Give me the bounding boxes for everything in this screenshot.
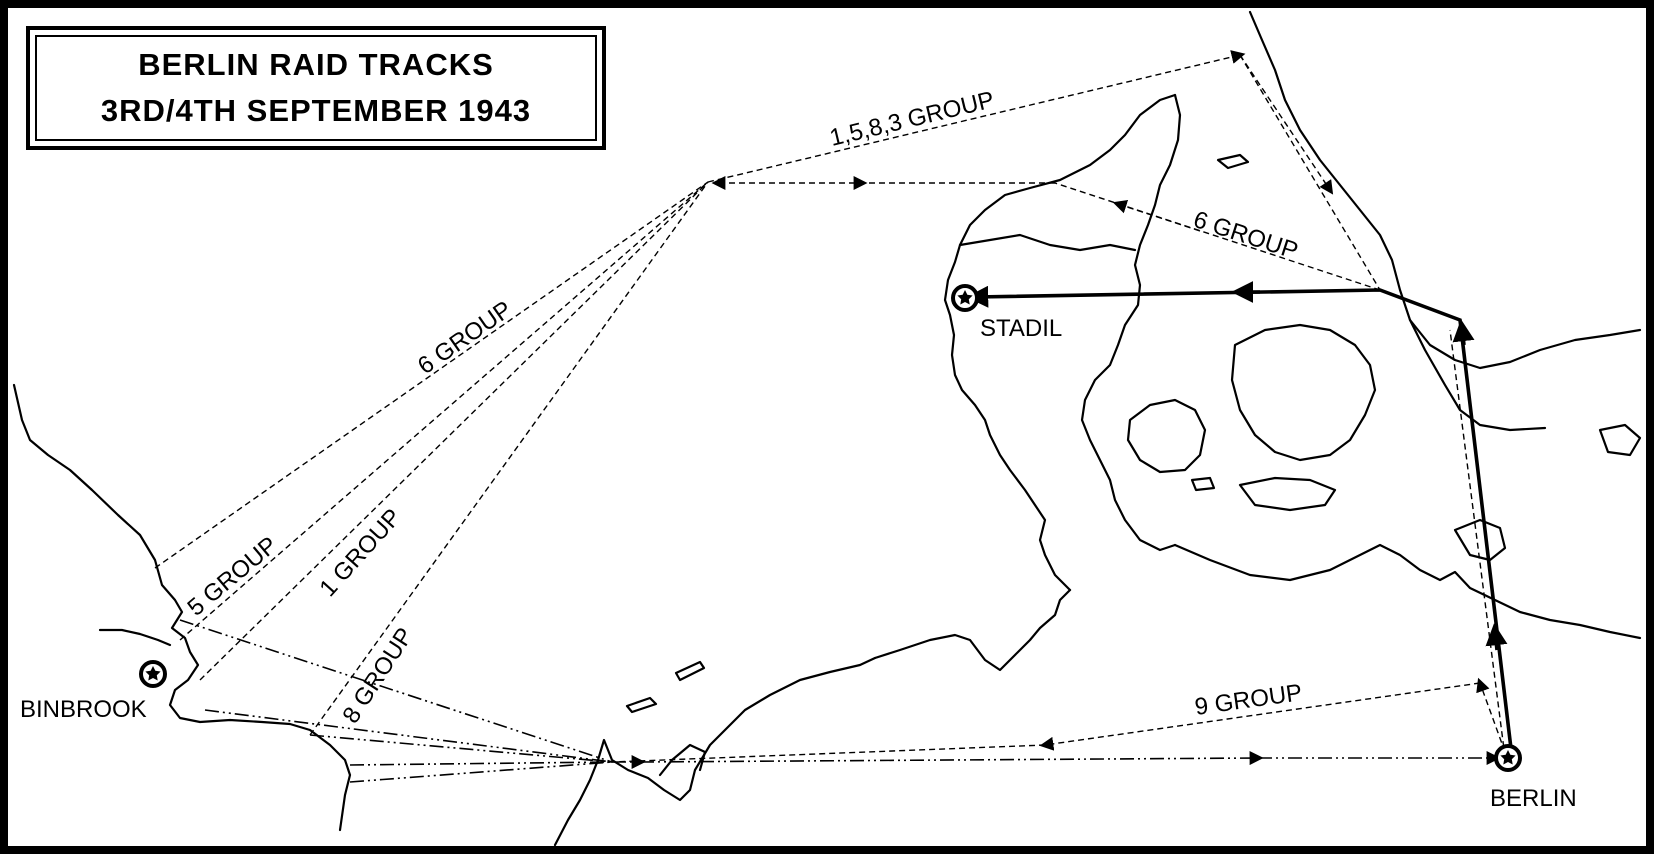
label-group-9: 9 GROUP <box>1193 679 1304 721</box>
label-berlin: BERLIN <box>1490 785 1577 812</box>
route-6-group-north-arrow <box>1112 199 1201 232</box>
route-fan-4 <box>349 761 613 766</box>
route-north-to-denmark <box>1239 54 1381 291</box>
route-stadil-arrow-up <box>1485 623 1508 651</box>
route-8-group-out <box>309 181 709 736</box>
sweden-south-tip <box>1408 318 1547 432</box>
route-6-group-out <box>154 181 709 569</box>
title-box: BERLIN RAID TRACKS 3RD/4TH SEPTEMBER 194… <box>26 26 606 150</box>
route-5-group-out <box>179 181 709 641</box>
raid-routes <box>154 50 1514 783</box>
label-group-8: 8 GROUP <box>337 623 418 728</box>
label-group-6-north: 6 GROUP <box>1190 206 1301 265</box>
route-9-group-west-2 <box>611 744 1046 763</box>
route-fan-3 <box>309 734 613 763</box>
route-9-group-up <box>1476 677 1506 753</box>
zealand-island <box>1230 323 1377 462</box>
sweden-coastline <box>1248 10 1642 370</box>
stadil-marker <box>951 284 979 312</box>
route-6-group-north <box>1054 182 1381 291</box>
small-island-1 <box>1216 153 1250 170</box>
route-1583-group-leg <box>707 50 1246 183</box>
route-fan-2 <box>204 709 613 763</box>
route-north-arrow <box>1239 54 1334 195</box>
binbrook-marker <box>139 660 167 688</box>
rugen-island <box>1453 518 1507 562</box>
label-group-5: 5 GROUP <box>183 531 283 621</box>
circled-star-icon <box>1500 750 1516 765</box>
route-stadil-solid <box>966 285 1514 758</box>
route-stadil-arrow-up-2 <box>1452 319 1475 346</box>
route-fan-1 <box>179 619 613 763</box>
label-group-6-west: 6 GROUP <box>413 296 517 380</box>
title-line-2: 3RD/4TH SEPTEMBER 1943 <box>100 93 532 128</box>
title-box-inner: BERLIN RAID TRACKS 3RD/4TH SEPTEMBER 194… <box>35 35 597 141</box>
small-island-2 <box>1190 476 1216 492</box>
limfjord <box>958 233 1137 252</box>
netherlands-coastline <box>553 656 877 847</box>
jutland-west-coastline <box>943 93 1177 592</box>
title-line-1: BERLIN RAID TRACKS <box>138 47 494 82</box>
route-berlin-north-dashed <box>1449 329 1506 758</box>
berlin-marker <box>1494 744 1522 772</box>
circled-star-icon <box>145 666 161 681</box>
jutland-east-coastline <box>1080 93 1182 552</box>
label-stadil: STADIL <box>980 315 1062 342</box>
german-north-sea-coastline <box>873 588 1072 672</box>
coastlines <box>12 10 1642 847</box>
frisian-island-2 <box>674 660 706 682</box>
lolland-island <box>1238 476 1337 512</box>
route-9-group-west <box>1039 682 1481 751</box>
label-group-1: 1 GROUP <box>314 504 406 602</box>
route-fan-5 <box>349 761 613 783</box>
humber-estuary <box>98 628 172 647</box>
route-1-group-out <box>199 181 709 681</box>
frisian-island-1 <box>625 696 658 714</box>
bornholm-island <box>1598 423 1642 457</box>
route-main-east-2 <box>639 751 1264 766</box>
zuiderzee-shore <box>658 743 707 777</box>
label-binbrook: BINBROOK <box>20 696 147 723</box>
circled-star-icon <box>957 290 973 305</box>
funen-island <box>1126 398 1207 474</box>
baltic-german-coastline <box>1173 543 1642 640</box>
england-coastline <box>12 383 352 832</box>
